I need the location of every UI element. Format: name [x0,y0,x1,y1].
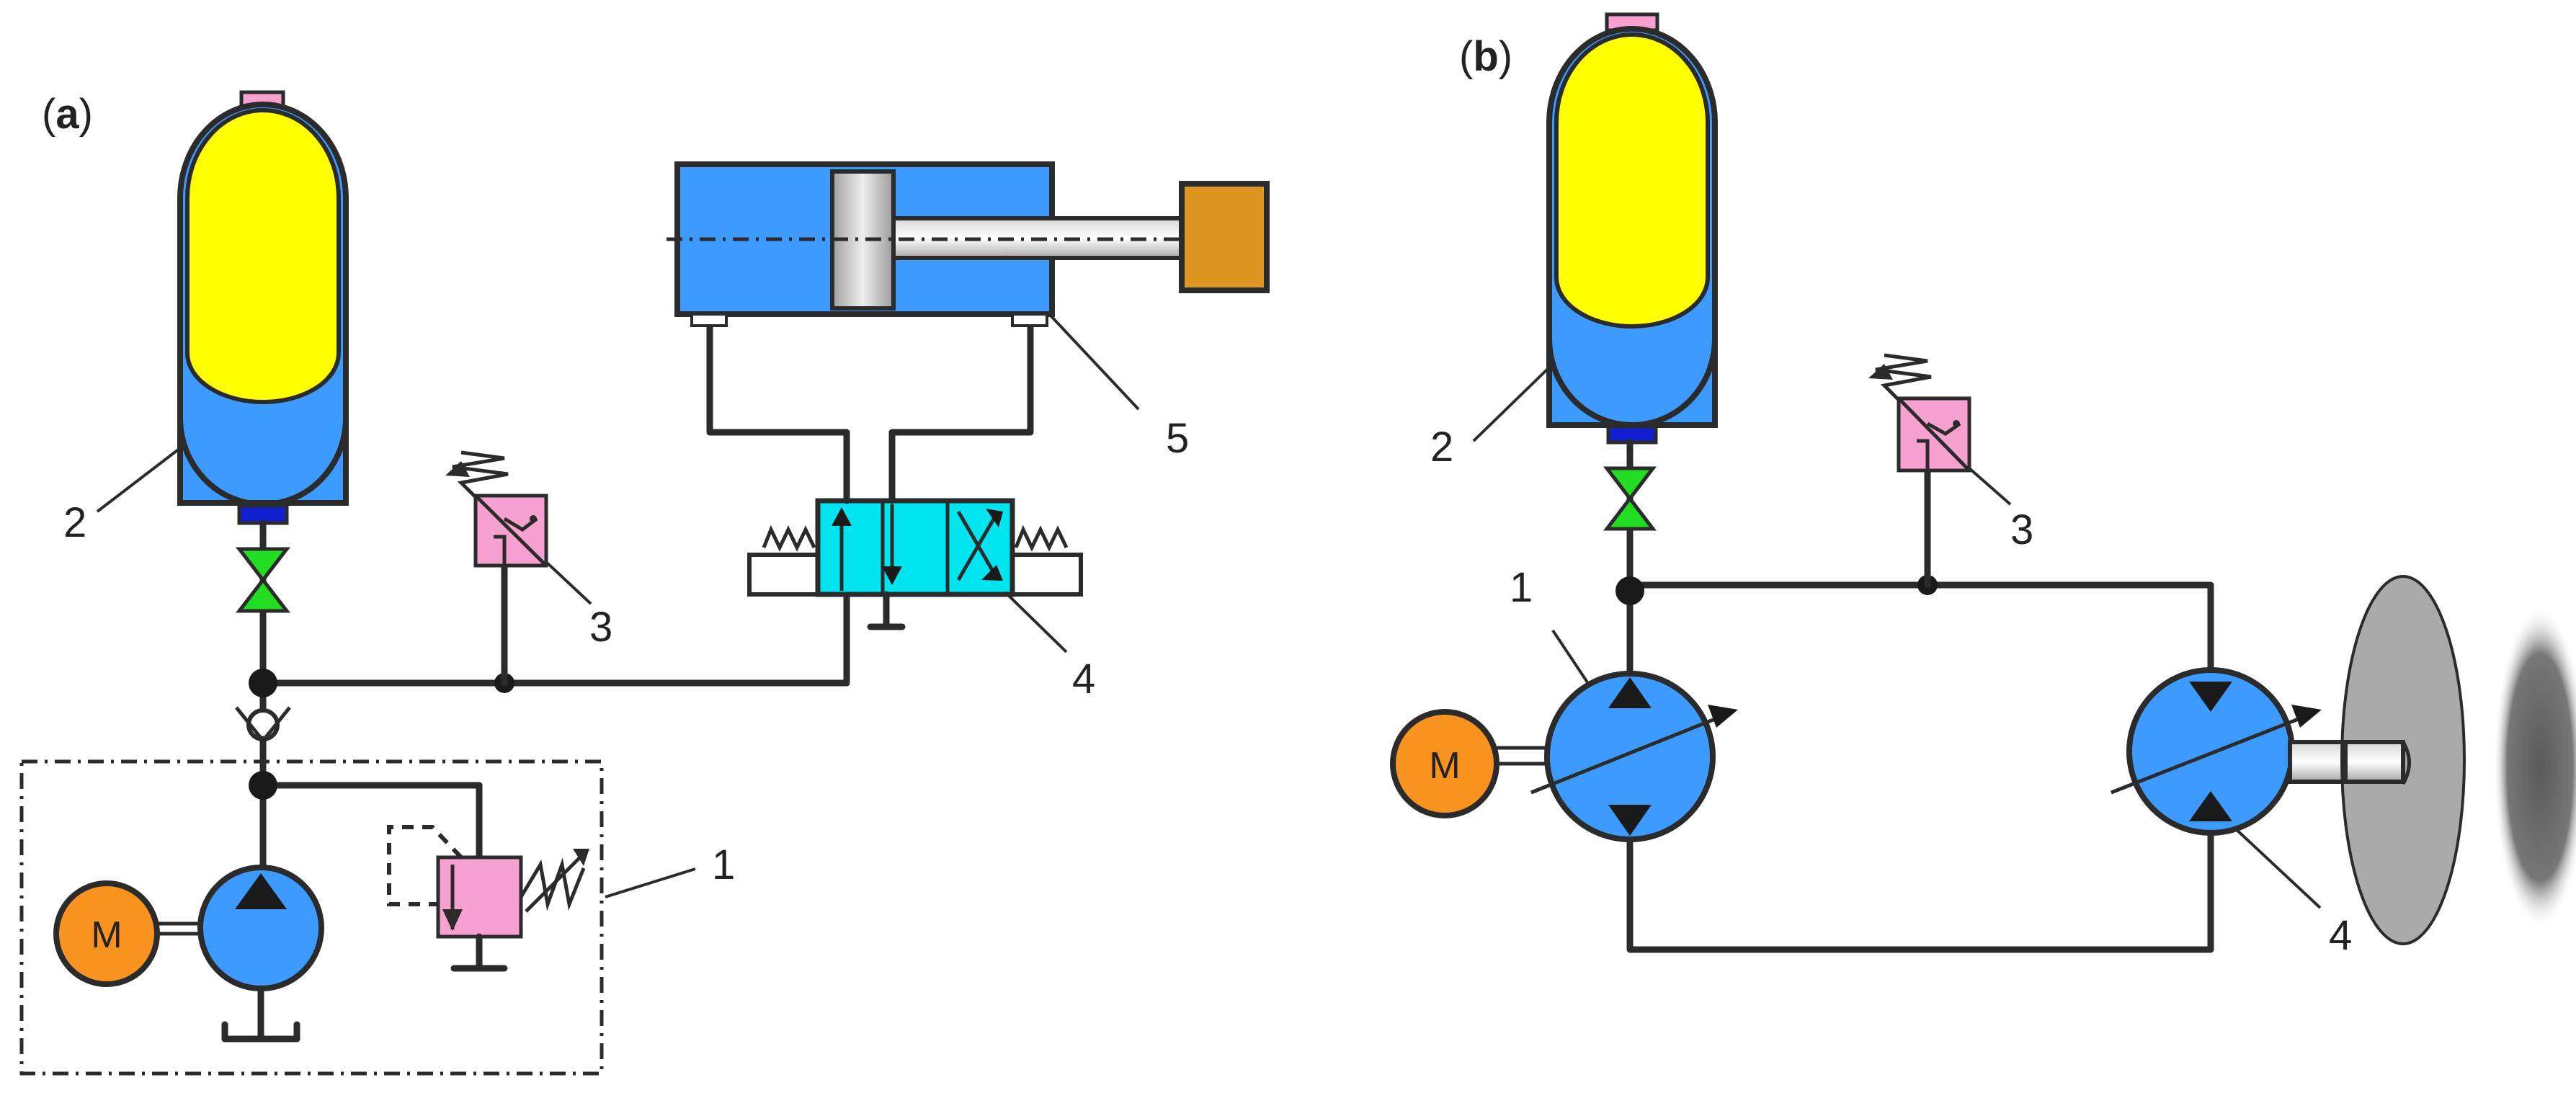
label-b-2: 2 [1430,424,1453,470]
directional-valve-a [706,317,1083,630]
check-valve-a [235,706,291,742]
pressure-switch-b [1868,353,1971,589]
electric-motor-b: M [1390,709,1547,818]
shutoff-valve-a [235,547,291,613]
accumulator-b [1546,12,1718,445]
junction-dot [249,669,277,697]
pressure-switch-a [445,450,548,687]
panel-a: (a) [19,90,1270,1076]
variable-pump-b [1530,671,1738,842]
panel-a-label: (a) [42,91,93,138]
label-b-1: 1 [1510,564,1533,611]
hydraulic-cylinder-a [667,161,1270,327]
junction-dot [1615,576,1644,605]
panel-b: (b) [1390,12,2576,959]
panel-b-label: (b) [1459,33,1512,80]
label-a-4: 4 [1072,656,1095,702]
label-a-2: 2 [63,499,86,546]
label-a-5: 5 [1166,415,1189,462]
label-b-4: 4 [2329,912,2352,959]
motor-label-b: M [1429,745,1460,787]
power-unit-boundary-a [19,759,604,1076]
relief-valve-a [387,825,589,972]
accumulator-a [177,90,349,525]
label-a-1: 1 [712,842,735,888]
motor-label-a: M [91,914,122,956]
junction-dot [249,771,277,800]
pump-a [197,865,324,1043]
flywheel-b [2340,575,2576,945]
electric-motor-a: M [53,880,202,987]
label-b-3: 3 [2010,506,2033,553]
shutoff-valve-b [1603,466,1657,531]
label-a-3: 3 [589,604,612,651]
